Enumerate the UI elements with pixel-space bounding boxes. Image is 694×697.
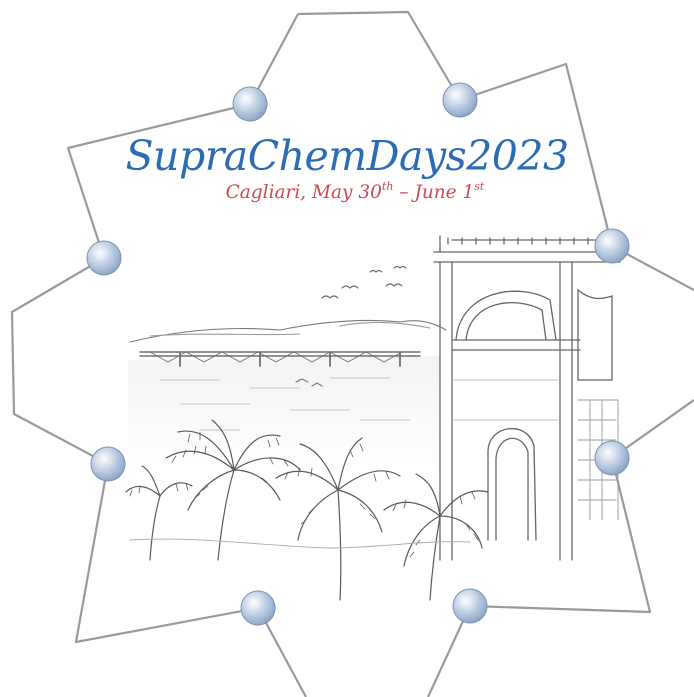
atom-sphere-icon bbox=[594, 440, 630, 476]
subtitle-city-date: Cagliari, May 30 bbox=[225, 182, 382, 203]
atom-sphere-icon bbox=[452, 588, 488, 624]
atom-sphere-icon bbox=[232, 86, 268, 122]
event-title: SupraChemDays2023 bbox=[125, 132, 569, 180]
event-subtitle: Cagliari, May 30th – June 1st bbox=[0, 180, 694, 203]
atom-nodes bbox=[86, 82, 630, 626]
atom-sphere-icon bbox=[442, 82, 478, 118]
atom-sphere-icon bbox=[90, 446, 126, 482]
subtitle-ordinal-1: th bbox=[381, 180, 394, 193]
subtitle-end-date: – June 1 bbox=[393, 182, 475, 203]
subtitle-ordinal-2: st bbox=[474, 180, 485, 193]
sketch-landscape bbox=[125, 235, 621, 601]
molecular-frame bbox=[10, 10, 694, 697]
atom-sphere-icon bbox=[240, 590, 276, 626]
atom-sphere-icon bbox=[86, 240, 122, 276]
atom-sphere-icon bbox=[594, 228, 630, 264]
